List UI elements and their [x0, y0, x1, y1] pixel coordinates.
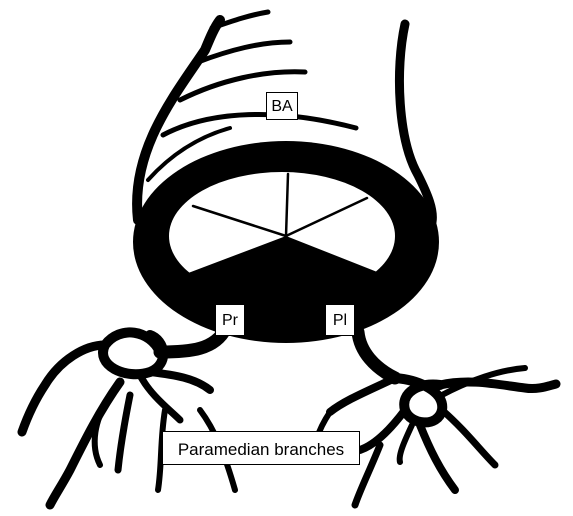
left-perforator-label: Pr [215, 304, 245, 336]
right-branch [330, 378, 395, 412]
right-perforator-label: Pl [325, 304, 355, 336]
left-branch [118, 395, 130, 470]
paramedian-branches-label: Paramedian branches [162, 431, 360, 465]
right-branch [420, 425, 455, 490]
right-perforator-trunk [358, 332, 395, 378]
left-branch [140, 375, 180, 420]
basilar-artery-label: BA [266, 92, 298, 120]
left-branch [150, 372, 210, 390]
wall-fibre [163, 114, 356, 135]
right-branch [400, 425, 412, 462]
right-branch [442, 410, 495, 465]
